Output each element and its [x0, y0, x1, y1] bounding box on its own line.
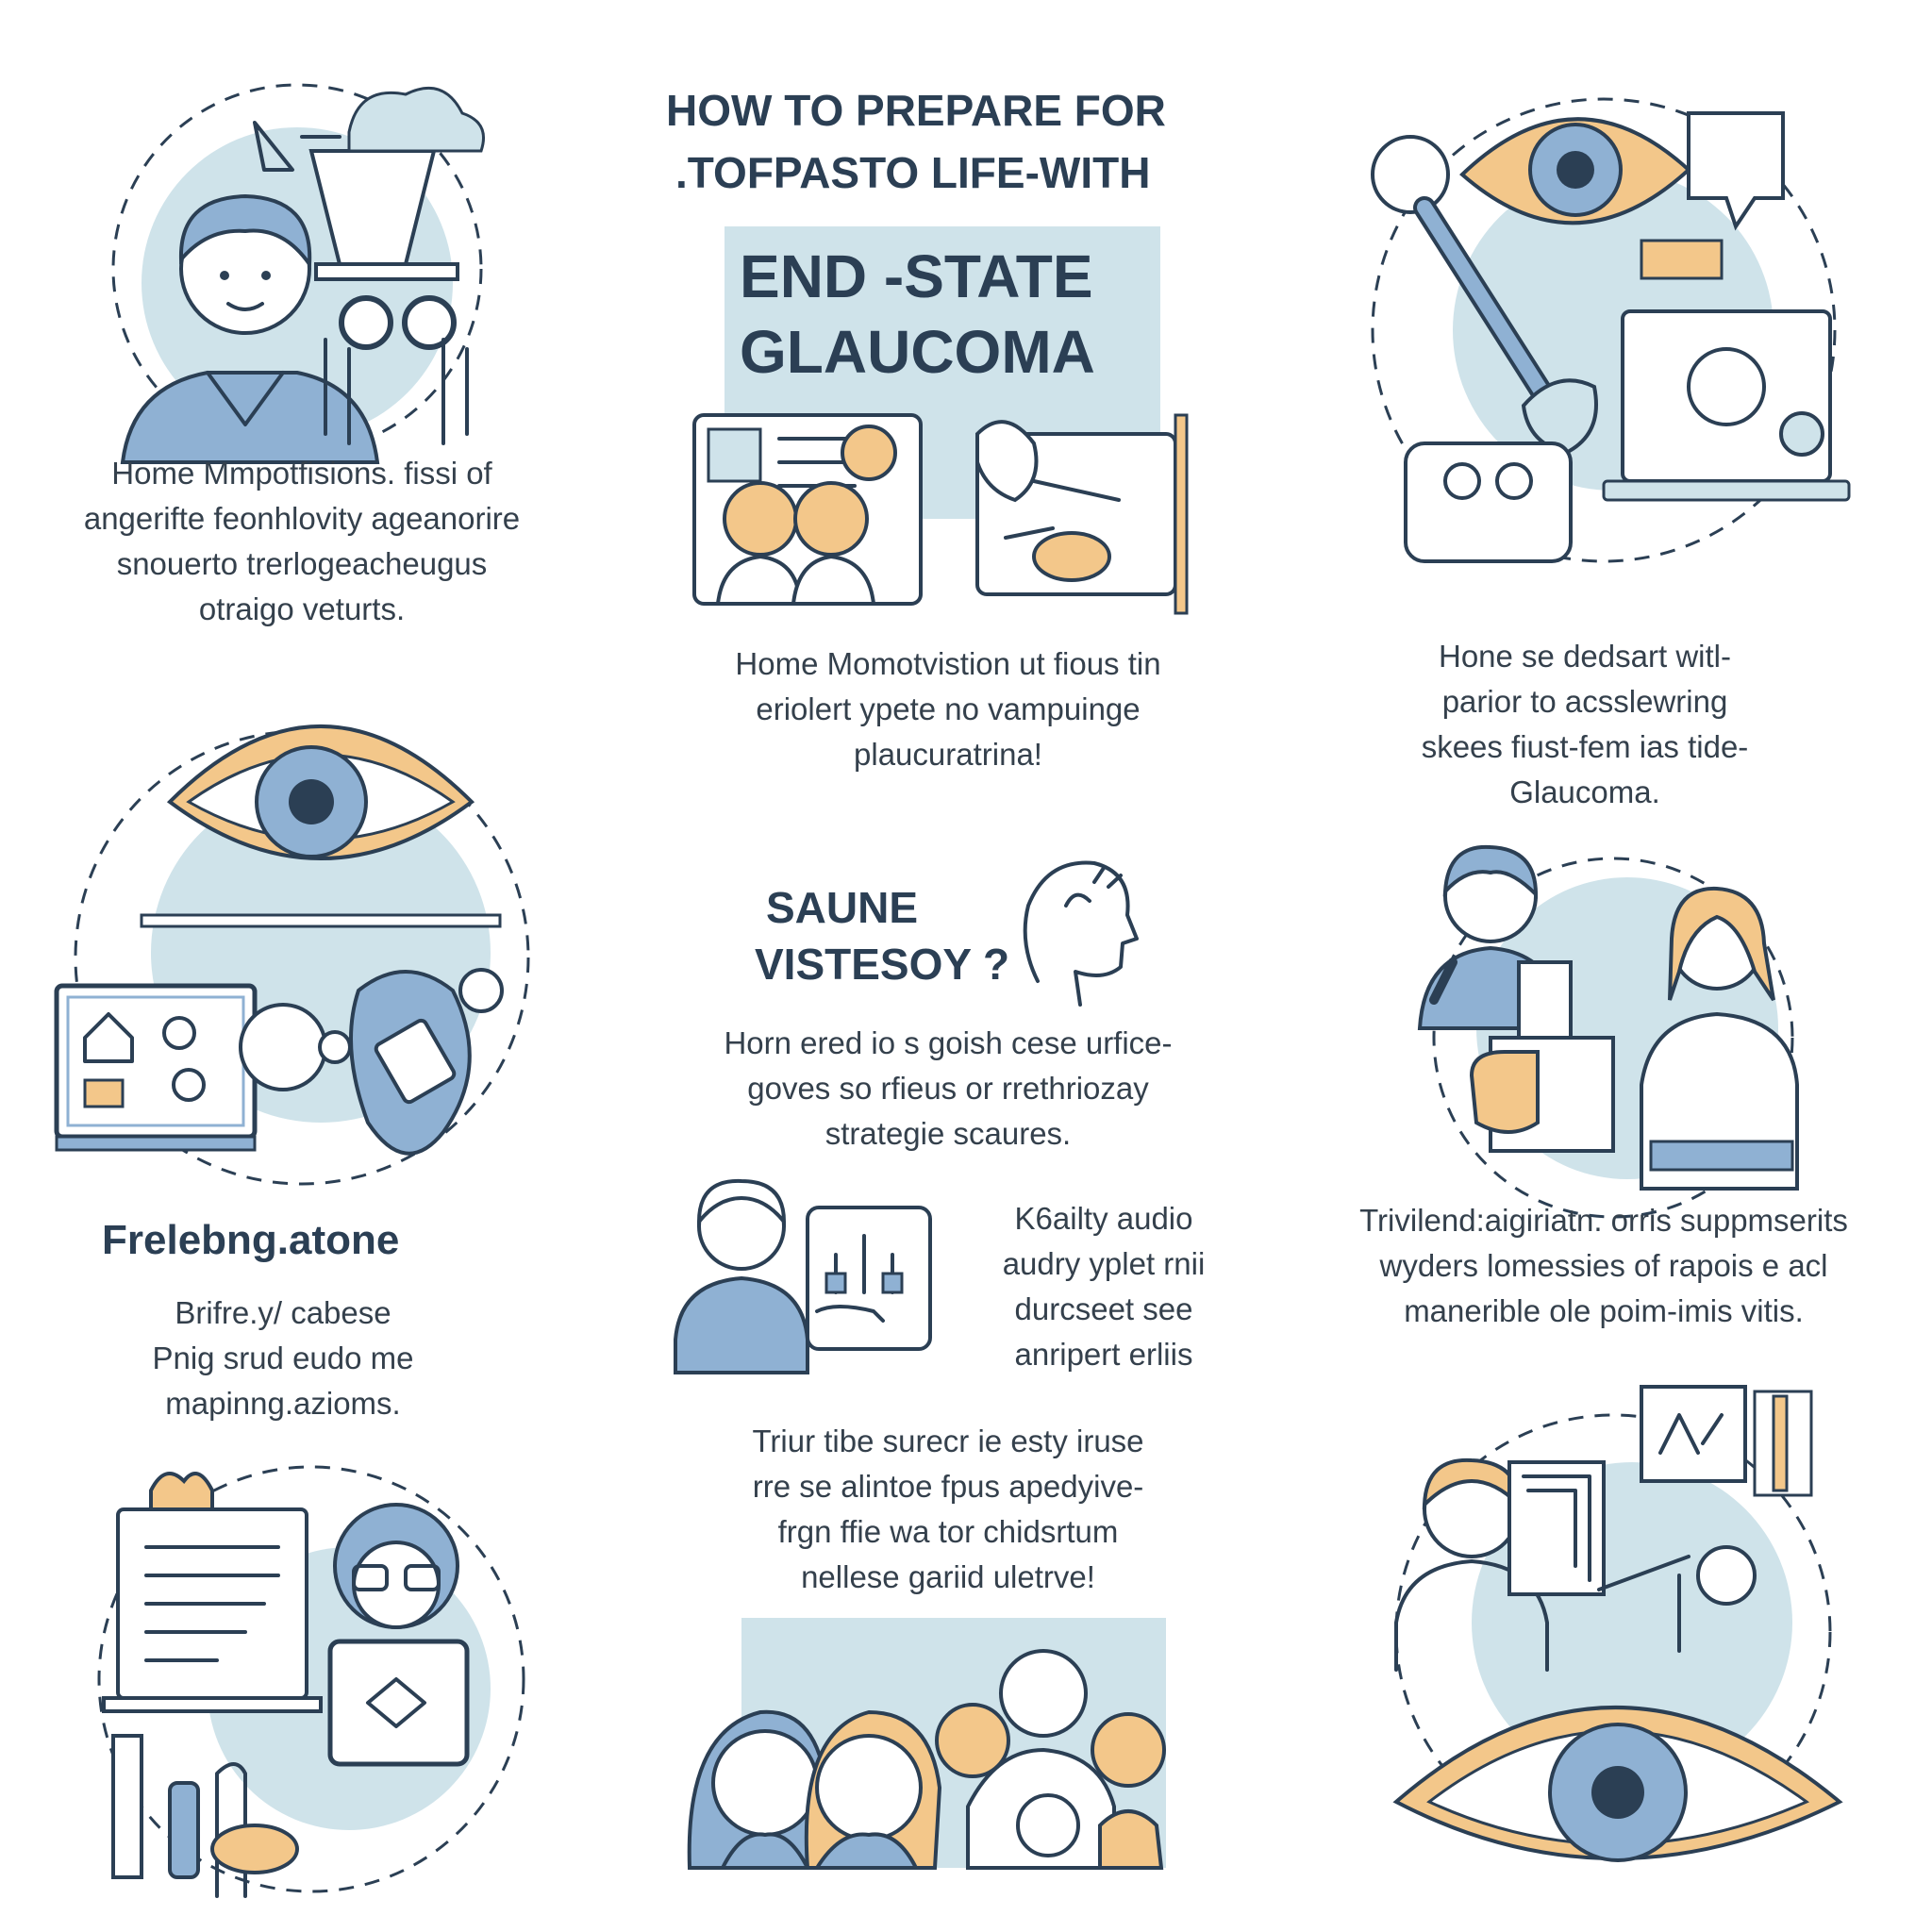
audio-text: K6ailty audio audry yplet rnii durcseet …	[962, 1196, 1245, 1377]
top-left-text: Home Mmpotfisions. fissi of angerifte fe…	[19, 451, 585, 632]
audio-text-line: audry yplet rnii	[1002, 1246, 1206, 1281]
mid-left-text-line: Pnig srud eudo me	[152, 1341, 414, 1375]
audio-text-line: K6ailty audio	[1014, 1201, 1193, 1236]
bottom-center-text-line: rre se alintoe fpus apedyive-	[752, 1469, 1144, 1504]
bottom-center-text: Triur tibe surecr ie esty iruse rre se a…	[641, 1419, 1255, 1600]
mid-center-text-line: Horn ered io s goish cese urfice-	[724, 1025, 1173, 1060]
eye-computer-illustration	[54, 724, 530, 1186]
mid-left-text: Brifre.y/ cabese Pnig srud eudo me mapin…	[38, 1291, 528, 1426]
bottom-center-text-line: Triur tibe surecr ie esty iruse	[752, 1424, 1144, 1458]
audio-text-line: anripert erliis	[1014, 1337, 1193, 1372]
head-profile-illustration	[1023, 860, 1139, 1007]
mid-center-heading-2: VISTESOY ?	[755, 940, 1010, 989]
top-right-text-line: parior to acsslewring	[1441, 684, 1728, 719]
person-reading-tools-illustration	[97, 1465, 525, 1898]
top-left-text-line: snouerto trerlogeacheugus	[116, 546, 488, 581]
mid-center-text: Horn ered io s goish cese urfice- goves …	[641, 1021, 1255, 1157]
eye-tools-illustration	[1371, 97, 1851, 563]
top-right-text-line: Hone se dedsart witl-	[1439, 639, 1731, 674]
top-center-text-line: eriolert ypete no vampuinge	[756, 691, 1141, 726]
people-talking-illustration	[1417, 844, 1799, 1219]
top-left-text-line: angerifte feonhlovity ageanorire	[83, 501, 521, 536]
mid-right-text-line: Trivilend:aigiriatn. orris suppmserits	[1359, 1203, 1848, 1238]
top-center-text-line: plaucuratrina!	[854, 737, 1042, 772]
top-left-text-line: Home Mmpotfisions. fissi of	[111, 456, 492, 491]
top-right-text-line: Glaucoma.	[1509, 774, 1660, 809]
audio-text-line: durcseet see	[1014, 1291, 1193, 1326]
mid-center-text-line: goves so rfieus or rrethriozay	[747, 1071, 1149, 1106]
mid-left-text-line: Brifre.y/ cabese	[175, 1295, 391, 1330]
mid-left-heading: Frelebng.atone	[102, 1217, 400, 1263]
family-documents-illustration	[692, 413, 1189, 615]
mid-right-text-line: wyders lomessies of rapois e acl	[1379, 1248, 1828, 1283]
mid-left-text-line: mapinng.azioms.	[165, 1386, 401, 1421]
person-binoculars-illustration	[111, 83, 485, 464]
bottom-center-text-line: nellese gariid uletrve!	[801, 1559, 1095, 1594]
mid-center-heading-1: SAUNE	[766, 883, 919, 932]
title-line-3: END -STATE	[740, 242, 1093, 310]
eye-person-tablet-illustration	[1392, 1385, 1843, 1862]
mid-right-text: Trivilend:aigiriatn. orris suppmserits w…	[1302, 1198, 1906, 1334]
top-center-text-line: Home Momotvistion ut fious tin	[735, 646, 1161, 681]
top-right-text: Hone se dedsart witl- parior to acsslewr…	[1321, 634, 1849, 815]
bottom-center-text-line: frgn ffie wa tor chidsrtum	[777, 1514, 1119, 1549]
top-center-text: Home Momotvistion ut fious tin eriolert …	[641, 641, 1255, 777]
person-audio-device-illustration	[674, 1178, 932, 1374]
mid-center-text-line: strategie scaures.	[824, 1116, 1072, 1151]
top-right-text-line: skees fiust-fem ias tide-	[1421, 729, 1749, 764]
title-line-4: GLAUCOMA	[740, 318, 1095, 386]
title-line-1: HOW TO PREPARE FOR	[666, 86, 1166, 135]
title-line-2: .TOFPASTO LIFE-WITH	[675, 148, 1151, 197]
top-left-text-line: otraigo veturts.	[198, 591, 406, 626]
mid-right-text-line: manerible ole poim-imis vitis.	[1404, 1293, 1804, 1328]
family-group-illustration	[687, 1618, 1166, 1870]
